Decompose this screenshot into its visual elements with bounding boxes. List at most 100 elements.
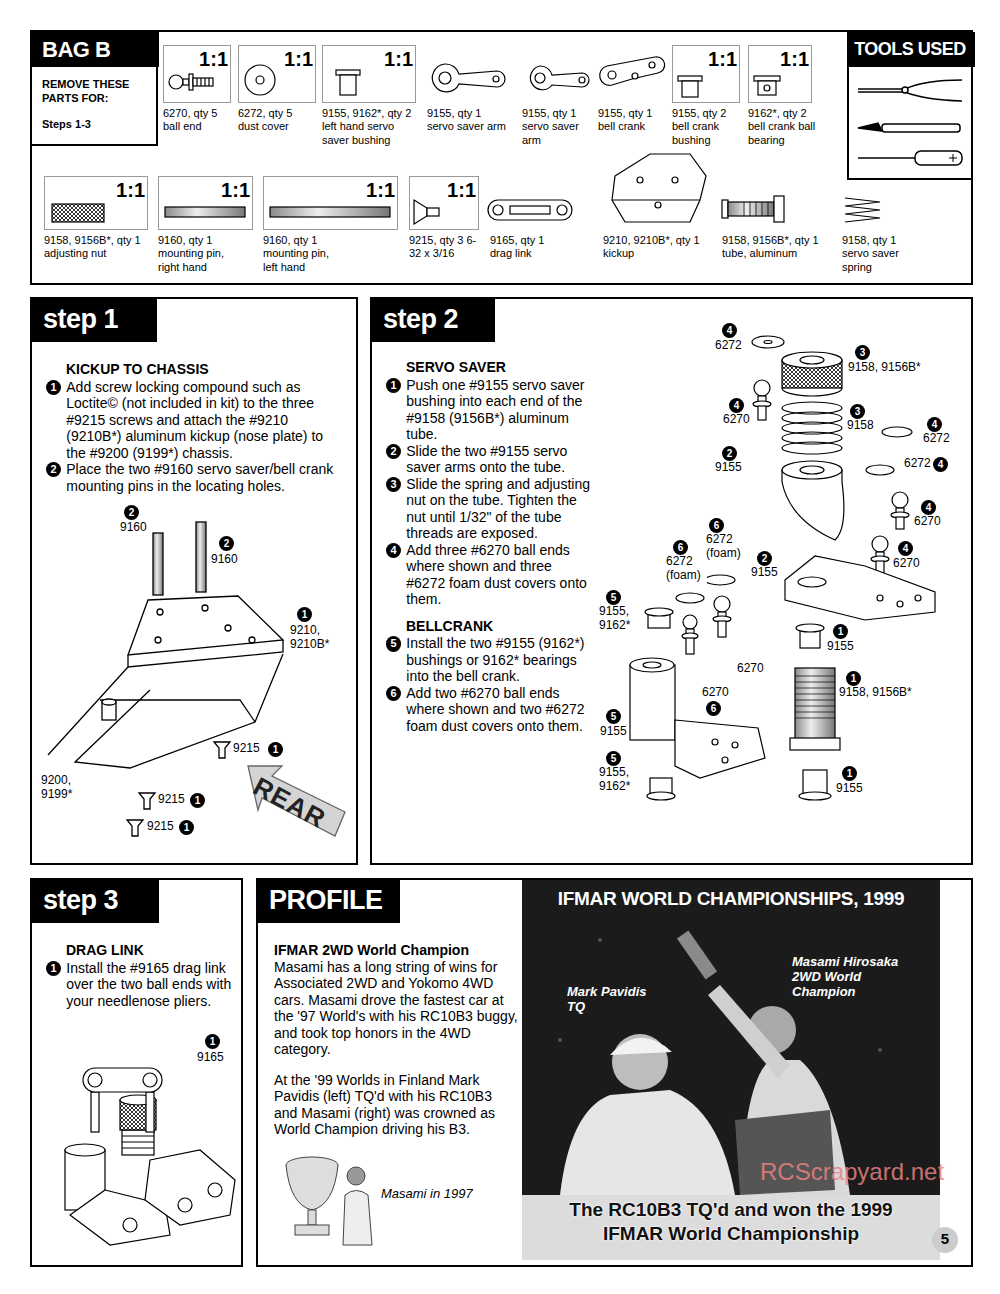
servo-saver-exploded (683, 615, 697, 629)
part-icons (728, 202, 774, 216)
servo-saver-exploded (866, 465, 894, 475)
callout-number: 3 (855, 345, 870, 360)
step-panel: DRAG LINK1Install the #9165 drag link ov… (30, 878, 243, 1267)
tool-icons (915, 151, 962, 165)
part-icons (649, 62, 655, 68)
part-number: 9155 (835, 782, 864, 796)
servo-saver-exploded (675, 720, 765, 778)
instruction-text: Add two #6270 ball ends where shown and … (406, 685, 593, 735)
drag-link-assembly (123, 1218, 137, 1232)
part-number: 9155, 9162* (598, 766, 644, 794)
part-icons (530, 66, 589, 90)
text-column: KICKUP TO CHASSIS1Add screw locking comp… (46, 361, 346, 494)
servo-saver-exploded (877, 595, 883, 601)
scale-label: 1:1 (214, 179, 250, 202)
servo-saver-exploded (705, 575, 735, 585)
part-caption: 9155, qty 1 servo saver arm (427, 107, 509, 134)
servo-saver-exploded (718, 621, 726, 637)
servo-saver-exploded (795, 668, 835, 740)
part-icons (722, 200, 728, 218)
part-icons (608, 71, 616, 79)
callout-number: 1 (190, 793, 205, 808)
servo-saver-exploded (785, 556, 935, 620)
part-icons (340, 75, 356, 95)
callout-number: 1 (268, 742, 283, 757)
callout-number: 1 (846, 671, 861, 686)
direction-label: REAR (248, 772, 331, 835)
part-icons (612, 154, 706, 222)
servo-saver-exploded (782, 470, 844, 540)
servo-saver-exploded (782, 352, 842, 368)
callout-number: 4 (722, 323, 737, 338)
step-number: 5 (386, 636, 401, 651)
part-icons (678, 76, 702, 81)
callout-number: 4 (927, 417, 942, 432)
instruction-text: Add three #6270 ball ends where shown an… (406, 542, 593, 608)
championship-photo (878, 1048, 882, 1052)
chassis-drawing (196, 522, 206, 592)
part-number: 9155, 9162* (598, 605, 644, 633)
callout-number: 2 (722, 446, 737, 461)
chassis-drawing (214, 742, 230, 758)
part-icons (197, 78, 209, 86)
instruction-row: 1Push one #9155 servo saver bushing into… (386, 377, 593, 443)
chassis-drawing (153, 533, 163, 595)
part-number: 6272 (foam) (705, 533, 747, 561)
tool-icons (858, 92, 962, 101)
text-column: IFMAR 2WD World ChampionMasami has a lon… (274, 942, 519, 1152)
drag-link-assembly (65, 1144, 105, 1156)
servo-saver-exploded (643, 662, 661, 668)
instruction-row: 6Add two #6270 ball ends where shown and… (386, 685, 593, 735)
callout-number: 2 (124, 505, 139, 520)
part-number: 9155 (599, 725, 628, 739)
part-caption: 9158, qty 1 servo saver spring (842, 234, 922, 274)
drag-link-assembly (122, 1136, 154, 1148)
chassis-drawing (248, 766, 345, 836)
championship-photo (708, 985, 790, 1078)
drag-link-assembly (145, 1150, 235, 1225)
championship-photo (677, 931, 717, 980)
photo-caption: Masami in 1997 (381, 1187, 473, 1202)
scale-label: 1:1 (440, 179, 476, 202)
part-icons (510, 206, 550, 214)
servo-saver-exploded (882, 427, 912, 437)
servo-saver-exploded (800, 356, 824, 364)
scale-label: 1:1 (377, 48, 413, 71)
part-icons (432, 64, 505, 92)
callout-number: 6 (709, 518, 724, 533)
part-number: 9200, 9199* (40, 774, 92, 802)
callout-number: 5 (606, 709, 621, 724)
part-icons (414, 200, 427, 224)
servo-saver-exploded (732, 742, 738, 748)
profile-panel: IFMAR 2WD World ChampionMasami has a lon… (256, 878, 973, 1267)
part-icons (758, 81, 776, 95)
part-icons (52, 204, 104, 222)
part-number: 6272 (714, 339, 743, 353)
servo-saver-exploded (782, 402, 842, 454)
instruction-row: 1Install the #9165 drag link over the tw… (46, 960, 238, 1010)
chassis-drawing (128, 596, 283, 655)
championship-photo (558, 1038, 562, 1042)
subheading: SERVO SAVER (406, 359, 593, 376)
panel-heading: TOOLS USED (849, 39, 971, 60)
part-icons (845, 198, 880, 222)
chassis-drawing (249, 637, 255, 643)
part-caption: 9215, qty 3 6-32 x 3/16 (409, 234, 481, 261)
callout-number: 5 (606, 590, 621, 605)
trophy-photo (286, 1157, 372, 1245)
part-caption: 6272, qty 5 dust cover (238, 107, 306, 134)
servo-saver-exploded (782, 461, 842, 479)
servo-saver-exploded (872, 536, 888, 552)
callout-number: 1 (297, 607, 312, 622)
note-text: Steps 1-3 (42, 118, 152, 132)
step-number: 4 (386, 543, 401, 558)
instruction-text: Slide the spring and adjusting nut on th… (406, 476, 593, 542)
tool-icons (902, 87, 908, 93)
photo-caption: The RC10B3 TQ'd and won the 1999 IFMAR W… (566, 1198, 896, 1246)
callout-number: 5 (606, 751, 621, 766)
part-number: 6270 (892, 557, 921, 571)
step-number: 2 (46, 462, 61, 477)
part-icons (655, 202, 661, 208)
page-number-badge (932, 1227, 958, 1253)
part-caption: 9155, 9162*, qty 2 left hand servo saver… (322, 107, 424, 147)
